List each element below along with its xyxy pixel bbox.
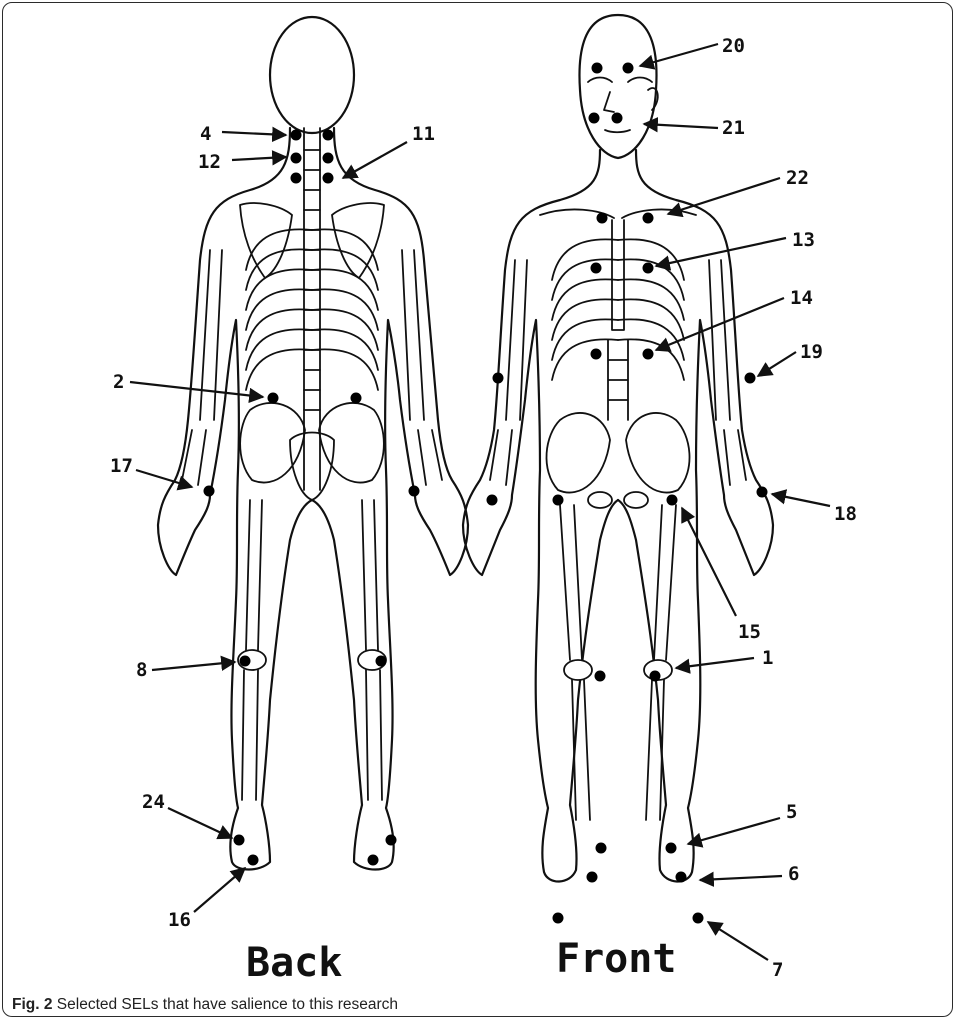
front-right-pelvis: [626, 413, 690, 493]
label-1: 1: [762, 647, 773, 669]
label-20: 20: [722, 35, 745, 57]
label-17: 17: [110, 455, 133, 477]
back-view-label: Back: [246, 940, 342, 986]
label-8: 8: [136, 659, 147, 681]
back-right-ilium: [319, 403, 384, 483]
caption-prefix: Fig. 2: [12, 996, 52, 1013]
label-12: 12: [198, 151, 221, 173]
back-sacrum: [290, 433, 334, 501]
label-13: 13: [792, 229, 815, 251]
front-eyes: [588, 78, 652, 83]
label-19: 19: [800, 341, 823, 363]
label-16: 16: [168, 909, 191, 931]
back-ribcage: [246, 229, 378, 390]
label-24: 24: [142, 791, 165, 813]
label-7: 7: [772, 959, 783, 981]
back-left-arm-bones: [182, 250, 222, 485]
front-left-arm-bones: [490, 260, 527, 485]
label-6: 6: [788, 863, 799, 885]
label-15: 15: [738, 621, 761, 643]
front-right-arm-bones: [709, 260, 746, 485]
front-nose: [604, 92, 614, 112]
label-14: 14: [790, 287, 813, 309]
front-sternum: [612, 220, 624, 330]
label-5: 5: [786, 801, 797, 823]
front-left-pelvis: [546, 413, 610, 493]
label-11: 11: [412, 123, 435, 145]
front-number-labels: 20 21 22 13 14 19 18 15 1 5 6 7: [722, 35, 857, 981]
label-2: 2: [113, 371, 124, 393]
front-clavicles: [540, 209, 696, 218]
sel-dots: [204, 63, 768, 924]
label-22: 22: [786, 167, 809, 189]
label-18: 18: [834, 503, 857, 525]
front-ribcage: [552, 239, 684, 380]
caption-text: Selected SELs that have salience to this…: [57, 996, 398, 1013]
back-right-scapula: [332, 203, 384, 278]
front-view-label: Front: [556, 936, 676, 982]
back-body-outline-right: [312, 128, 468, 870]
front-head-outline: [579, 15, 656, 158]
front-lumbar-spine: [608, 340, 628, 420]
front-mouth: [605, 130, 630, 132]
back-left-ilium: [240, 403, 305, 483]
label-21: 21: [722, 117, 745, 139]
label-4: 4: [200, 123, 211, 145]
back-left-scapula: [240, 203, 292, 278]
back-head-outline: [270, 17, 354, 133]
figure-caption: Fig. 2 Selected SELs that have salience …: [12, 996, 398, 1014]
back-body-outline-left: [158, 128, 312, 870]
front-figure: [463, 15, 773, 882]
